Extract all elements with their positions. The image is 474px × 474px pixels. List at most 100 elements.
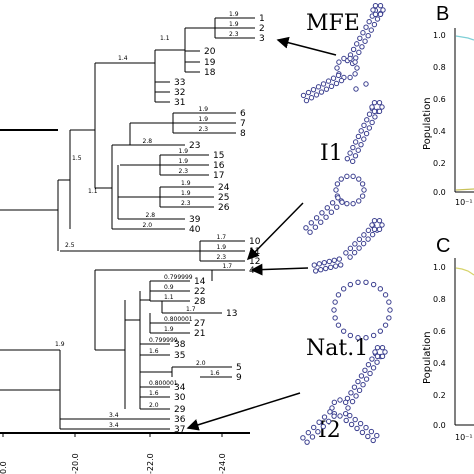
branch-length-label: 2.0 bbox=[143, 222, 153, 229]
branch-length-label: 0.799999 bbox=[149, 337, 178, 344]
branch-length-label: 2.8 bbox=[146, 212, 156, 219]
branch-length-label: 2.3 bbox=[181, 200, 191, 207]
energy-tick-22: -22.0 bbox=[146, 453, 155, 474]
structure-label-i1: I1 bbox=[320, 141, 343, 166]
leaf-label: 36 bbox=[174, 415, 186, 425]
branch-length-label: 1.9 bbox=[181, 180, 191, 187]
c-curve bbox=[455, 267, 474, 276]
branch-length-label: 1.9 bbox=[179, 148, 189, 155]
leaf-label: 6 bbox=[240, 109, 246, 119]
rna-i2-structure bbox=[300, 344, 388, 445]
leaf-label: 24 bbox=[218, 183, 230, 193]
leaf-label: 15 bbox=[213, 151, 224, 161]
leaf-label: 9 bbox=[236, 373, 242, 383]
leaf-label: 39 bbox=[189, 215, 201, 225]
leaf-label: 30 bbox=[174, 393, 186, 403]
branch-length-label: 1.9 bbox=[179, 158, 189, 165]
branch-length-label: 2.3 bbox=[199, 126, 209, 133]
b-tick-04: 0.4 bbox=[433, 127, 446, 136]
leaf-label: 16 bbox=[213, 161, 225, 171]
branch-length-label: 2.3 bbox=[179, 168, 189, 175]
b-tick-06: 0.6 bbox=[433, 95, 446, 104]
leaf-label: 37 bbox=[174, 425, 185, 435]
leaf-label: 34 bbox=[174, 383, 186, 393]
branch-length-label: 1.7 bbox=[223, 263, 233, 270]
internal-branch-label: 1.4 bbox=[118, 55, 128, 62]
leaf-label: 25 bbox=[218, 193, 229, 203]
leaf-label: 10 bbox=[249, 237, 261, 247]
leaf-label: 26 bbox=[218, 203, 230, 213]
panel-c: C 1.0 0.8 0.6 0.4 0.2 0.0 Population 10⁻… bbox=[422, 235, 474, 442]
b-tick-00: 0.0 bbox=[433, 188, 446, 197]
internal-branch-label: 2.5 bbox=[65, 242, 75, 249]
branch-length-label: 1.9 bbox=[181, 190, 191, 197]
leaf-label: 12 bbox=[249, 257, 260, 267]
leaf-label: 4 bbox=[249, 266, 255, 276]
leaf-label: 17 bbox=[213, 171, 224, 181]
leaf-label: 35 bbox=[174, 351, 185, 361]
b-ylabel: Population bbox=[422, 97, 433, 150]
arrow-mfe bbox=[276, 36, 337, 56]
leaf-label: 1 bbox=[259, 14, 265, 24]
energy-tick-0: 0.0 bbox=[0, 461, 8, 474]
panel-label-c: C bbox=[436, 235, 450, 257]
branch-length-label: 2.3 bbox=[229, 31, 239, 38]
rna-i1-structure bbox=[303, 99, 385, 235]
branch-length-label: 2.0 bbox=[149, 402, 159, 409]
branch-length-label: 1.9 bbox=[229, 11, 239, 18]
leaf-label: 3 bbox=[259, 34, 265, 44]
leaf-label: 23 bbox=[189, 141, 200, 151]
panel-label-b: B bbox=[436, 3, 449, 25]
branch-length-label: 1.6 bbox=[149, 390, 159, 397]
branch-length-label: 1.9 bbox=[199, 106, 209, 113]
leaf-label: 31 bbox=[174, 98, 185, 108]
leaf-label: 33 bbox=[174, 78, 185, 88]
leaf-label: 38 bbox=[174, 340, 186, 350]
branch-length-label: 1.6 bbox=[210, 370, 220, 377]
rna-mfe-structure bbox=[300, 2, 386, 104]
leaf-label: 7 bbox=[240, 119, 246, 129]
energy-tick-24: -24.0 bbox=[218, 453, 227, 474]
c-tick-08: 0.8 bbox=[433, 295, 446, 304]
leaf-label: 8 bbox=[240, 129, 246, 139]
leaf-label: 13 bbox=[226, 309, 237, 319]
leaf-label: 29 bbox=[174, 405, 186, 415]
leaf-label: 21 bbox=[194, 329, 205, 339]
leaf-label: 19 bbox=[204, 58, 216, 68]
leaf-label: 27 bbox=[194, 319, 205, 329]
leaf-label: 40 bbox=[189, 225, 201, 235]
c-xtick: 10⁻¹ bbox=[455, 433, 473, 442]
b-curve bbox=[455, 35, 474, 41]
branch-length-label: 2.0 bbox=[196, 360, 206, 367]
branch-length-label: 1.6 bbox=[149, 348, 159, 355]
internal-branch-label: 1.5 bbox=[72, 155, 82, 162]
leaf-label: 5 bbox=[236, 363, 242, 373]
leaf-label: 20 bbox=[204, 47, 216, 57]
rna-structures bbox=[300, 2, 393, 445]
branch-length-label: 3.4 bbox=[109, 412, 119, 419]
c-tick-06: 0.6 bbox=[433, 327, 446, 336]
branch-length-label: 1.7 bbox=[217, 234, 227, 241]
branch-length-label: 1.9 bbox=[229, 21, 239, 28]
arrow-nat1 bbox=[250, 263, 309, 276]
leaf-label: 18 bbox=[204, 68, 216, 78]
energy-tick-20: -20.0 bbox=[71, 453, 80, 474]
branch-length-label: 1.7 bbox=[186, 306, 196, 313]
branch-length-label: 2.8 bbox=[143, 138, 153, 145]
c-ylabel: Population bbox=[422, 331, 433, 384]
branch-length-label: 1.9 bbox=[217, 244, 227, 251]
c-tick-02: 0.2 bbox=[433, 391, 446, 400]
c-tick-1: 1.0 bbox=[433, 263, 446, 272]
leaf-label: 28 bbox=[194, 297, 206, 307]
energy-axis: 0.0 -20.0 -22.0 -24.0 bbox=[0, 432, 250, 474]
energy-landscape-tree: 11.921.932.320191833323161.971.982.3232.… bbox=[0, 11, 265, 435]
leaf-label: 22 bbox=[194, 287, 205, 297]
b-tick-08: 0.8 bbox=[433, 63, 446, 72]
branch-length-label: 1.1 bbox=[164, 294, 174, 301]
leaf-label: 2 bbox=[259, 24, 265, 34]
branch-length-label: 0.800001 bbox=[149, 380, 178, 387]
panel-b: B 1.0 0.8 0.6 0.4 0.2 0.0 Population 10⁻… bbox=[422, 3, 474, 207]
structure-label-mfe: MFE bbox=[306, 11, 360, 36]
branch-length-label: 0.9 bbox=[164, 284, 174, 291]
